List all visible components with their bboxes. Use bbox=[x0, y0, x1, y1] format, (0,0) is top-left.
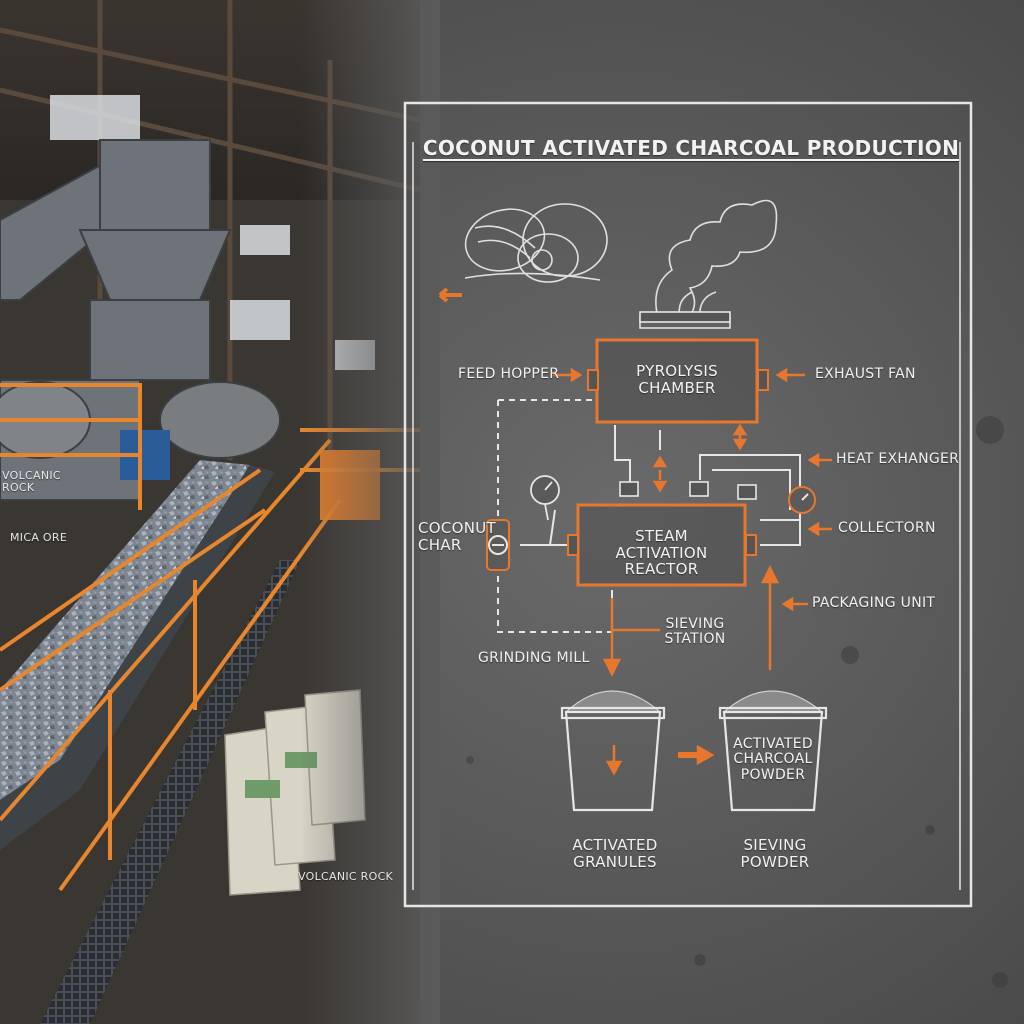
activated-granules-label: ACTIVATED GRANULES bbox=[572, 836, 658, 871]
flow-arrows bbox=[553, 367, 832, 776]
diagram-title: COCONUT ACTIVATED CHARCOAL PRODUCTION bbox=[422, 136, 960, 160]
powder-bin bbox=[718, 690, 828, 812]
feed-hopper-label: FEED HOPPER bbox=[458, 366, 560, 382]
concrete-spots bbox=[466, 416, 1008, 988]
volcanic-rock-label-bottom: VOLCANIC ROCK bbox=[298, 870, 394, 883]
pressure-gauge-icon bbox=[530, 475, 560, 521]
steam-activation-label: STEAM ACTIVATION REACTOR bbox=[615, 527, 708, 578]
packaging-unit-label: PACKAGING UNIT bbox=[812, 595, 936, 611]
activated-charcoal-powder-label: ACTIVATED CHARCOAL POWDER bbox=[733, 736, 813, 783]
mica-ore-label: MICA ORE bbox=[10, 531, 68, 544]
grinding-mill-label: GRINDING MILL bbox=[478, 650, 590, 666]
heat-exchanger-label: HEAT EXHANGER bbox=[836, 451, 960, 467]
collector-label: COLLECTORN bbox=[838, 520, 936, 536]
coconut-char-label: COCONUT CHAR bbox=[418, 519, 497, 554]
coconut-icon bbox=[464, 203, 608, 283]
pyrolysis-chamber-label: PYROLYSIS CHAMBER bbox=[636, 362, 718, 397]
sieving-powder-label: SIEVING POWDER bbox=[740, 836, 810, 871]
exhaust-fan-label: EXHAUST FAN bbox=[815, 366, 916, 382]
diagram-frame bbox=[403, 101, 973, 908]
volcanic-rock-label-left: VOLCANIC ROCK bbox=[2, 469, 61, 495]
collector-gauge-icon bbox=[788, 486, 816, 514]
factory-photo bbox=[0, 0, 440, 1024]
sieving-station-label: SIEVING STATION bbox=[664, 616, 726, 648]
valves bbox=[619, 311, 757, 500]
granules-bin bbox=[560, 690, 666, 812]
coconut-char-valve bbox=[486, 519, 510, 571]
left-arrow bbox=[438, 287, 462, 303]
box-ports bbox=[567, 369, 769, 556]
